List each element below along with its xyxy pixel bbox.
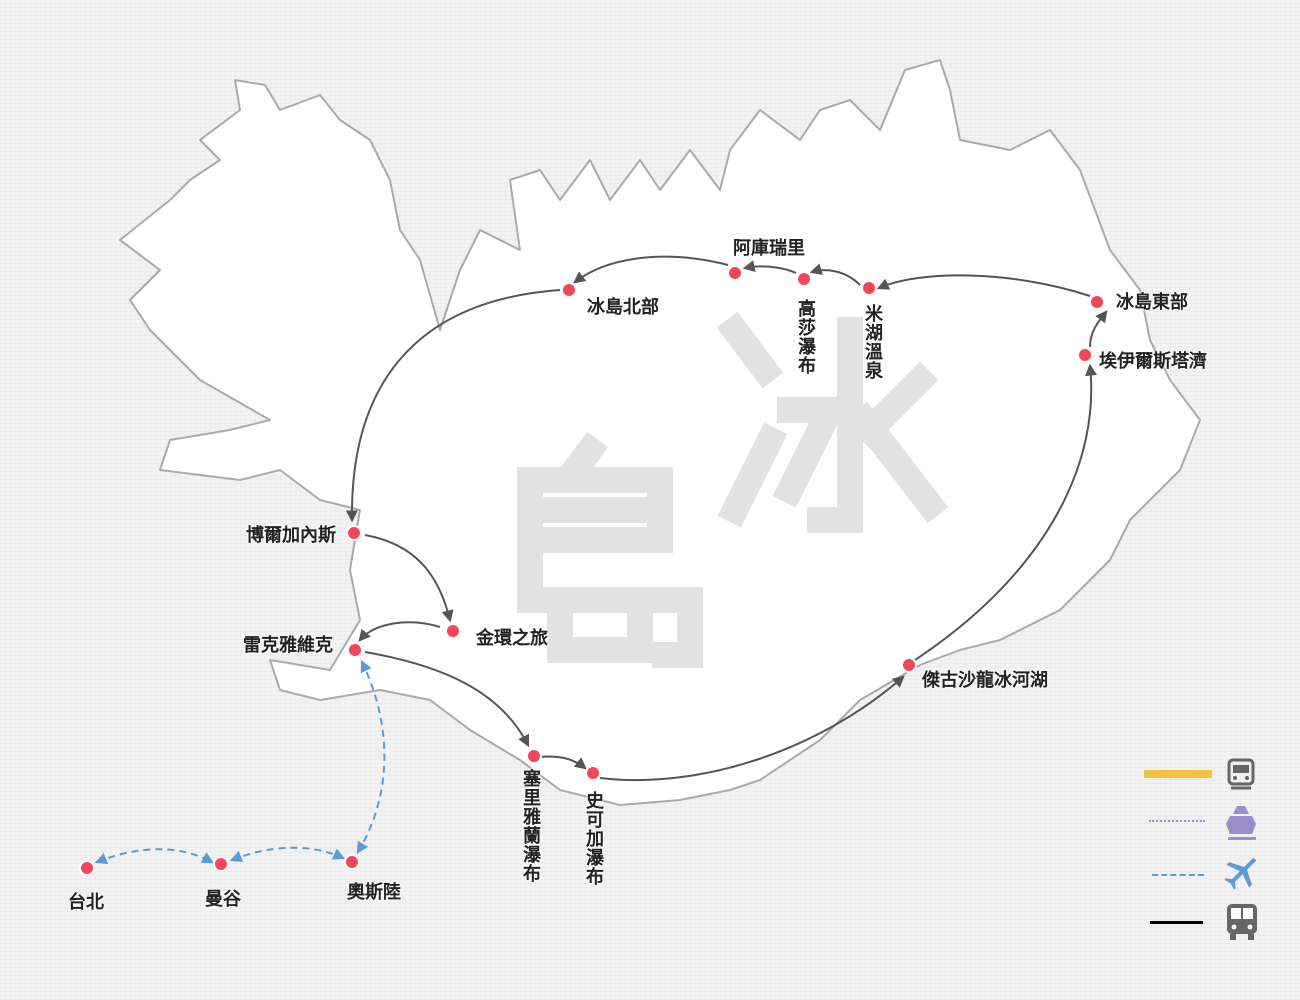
label-akureyri: 阿庫瑞里 xyxy=(733,238,805,259)
route-east-myvatn xyxy=(876,274,1091,297)
legend-train-line xyxy=(1144,770,1212,778)
label-godafoss: 高莎瀑布 xyxy=(795,299,816,375)
route-reykjavik-seljalandsfoss xyxy=(364,651,530,748)
point-myvatn[interactable] xyxy=(861,280,877,296)
flight-taipei-bangkok xyxy=(94,848,215,865)
point-reykjavik[interactable] xyxy=(347,642,363,658)
legend-flight-line xyxy=(1152,874,1204,876)
point-seljalandsfoss[interactable] xyxy=(526,748,542,764)
iceland-coastline xyxy=(119,59,1201,806)
label-north-iceland: 冰島北部 xyxy=(587,297,659,318)
label-jokulsarlon: 傑古沙龍冰河湖 xyxy=(922,670,1048,691)
label-borgarnes: 博爾加內斯 xyxy=(246,525,336,546)
route-akureyri-north xyxy=(573,255,729,284)
label-east-iceland: 冰島東部 xyxy=(1116,292,1188,313)
flight-oslo-reykjavik xyxy=(356,659,386,855)
point-skogafoss[interactable] xyxy=(585,765,601,781)
route-golden-circle-reykjavik xyxy=(358,621,441,642)
train-icon xyxy=(1227,758,1255,790)
point-godafoss[interactable] xyxy=(796,271,812,287)
flight-bangkok-oslo xyxy=(229,846,346,863)
route-egilsstadir-east xyxy=(1089,310,1108,348)
label-golden-circle: 金環之旅 xyxy=(476,628,548,649)
route-skogafoss-jokulsarlon xyxy=(599,675,905,782)
label-seljalandsfoss: 塞里雅蘭瀑布 xyxy=(520,769,541,883)
route-borgarnes-golden-circle xyxy=(364,534,454,623)
label-taipei: 台北 xyxy=(68,892,104,913)
point-taipei[interactable] xyxy=(79,860,95,876)
point-oslo[interactable] xyxy=(344,854,360,870)
watermark-char-1 xyxy=(716,311,949,533)
label-reykjavik: 雷克雅維克 xyxy=(243,635,333,656)
point-bangkok[interactable] xyxy=(213,856,229,872)
label-bangkok: 曼谷 xyxy=(205,889,241,910)
label-egilsstadir: 埃伊爾斯塔濟 xyxy=(1099,351,1207,372)
route-godafoss-akureyri xyxy=(742,260,797,274)
label-myvatn: 米湖溫泉 xyxy=(862,304,883,380)
route-north-borgarnes xyxy=(345,289,561,523)
airplane-icon xyxy=(1224,857,1257,890)
legend-bus-line xyxy=(1150,921,1203,924)
route-jokulsarlon-egilsstadir xyxy=(914,363,1097,661)
route-seljalandsfoss-skogafoss xyxy=(539,755,587,770)
bus-icon xyxy=(1227,904,1257,940)
label-skogafoss: 史可加瀑布 xyxy=(583,791,604,886)
point-akureyri[interactable] xyxy=(727,265,743,281)
point-borgarnes[interactable] xyxy=(346,525,362,541)
watermark-char-2 xyxy=(517,431,703,668)
ship-icon xyxy=(1226,806,1256,840)
label-oslo: 奧斯陸 xyxy=(347,882,401,903)
point-egilsstadir[interactable] xyxy=(1077,347,1093,363)
route-myvatn-godafoss xyxy=(809,263,861,286)
legend-ship-line xyxy=(1149,820,1205,822)
point-north-iceland[interactable] xyxy=(561,282,577,298)
point-golden-circle[interactable] xyxy=(445,623,461,639)
point-east-iceland[interactable] xyxy=(1089,294,1105,310)
point-jokulsarlon[interactable] xyxy=(901,657,917,673)
